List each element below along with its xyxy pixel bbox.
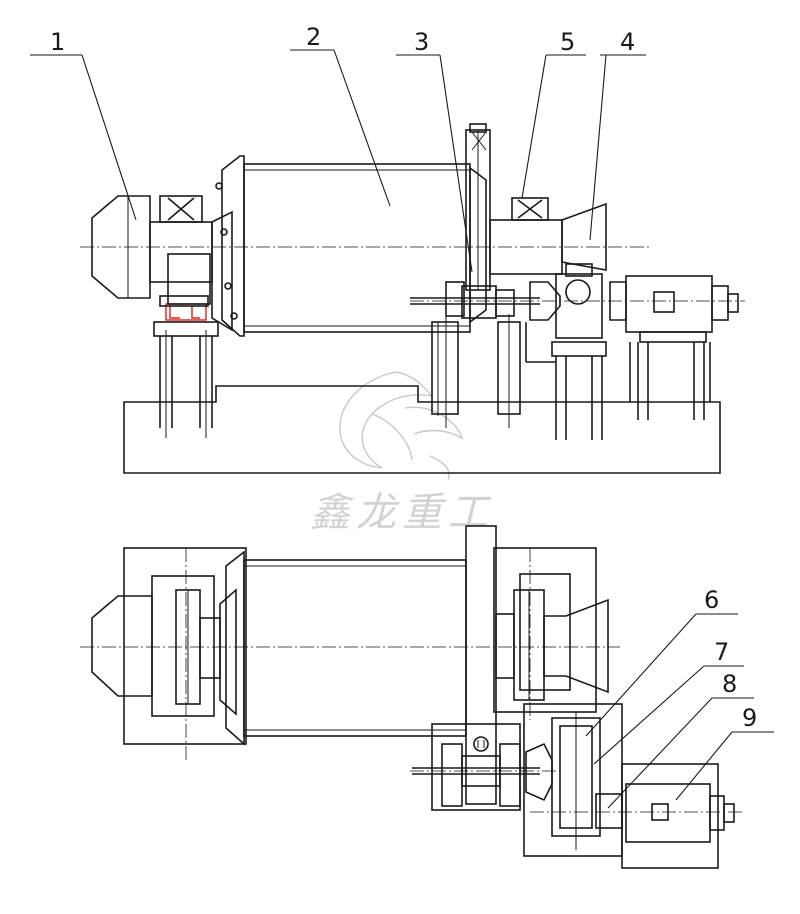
callout-6: 6 (585, 586, 738, 737)
motor (625, 275, 713, 333)
elevation-view (80, 123, 745, 474)
discharge-device (561, 202, 607, 271)
left-main-bearing (149, 221, 213, 283)
callout-8-label: 8 (722, 670, 737, 698)
reducer (555, 273, 603, 339)
callout-2: 2 (290, 23, 391, 207)
callout-4-label: 4 (620, 28, 635, 56)
foundation (123, 385, 721, 474)
callout-8: 8 (607, 670, 754, 809)
callout-9-label: 9 (742, 704, 757, 732)
watermark-text: 鑫龙重工 (310, 490, 494, 536)
left-end-cover (221, 155, 245, 337)
plan-view (80, 525, 745, 869)
callout-1-label: 1 (50, 28, 65, 56)
callout-7-label: 7 (714, 638, 729, 666)
cylinder-shell (243, 163, 471, 333)
coupling (529, 281, 561, 321)
callout-3-label: 3 (414, 28, 429, 56)
watermark-logo (339, 371, 464, 481)
callout-5-label: 5 (560, 28, 575, 56)
callout-2-label: 2 (306, 23, 321, 51)
callout-3: 3 (396, 28, 473, 273)
left-bearing-pedestal (153, 321, 219, 337)
callout-5: 5 (521, 28, 586, 199)
callout-1: 1 (30, 28, 137, 221)
callout-4: 4 (589, 28, 646, 241)
feed-device (91, 195, 151, 299)
callout-7: 7 (593, 638, 744, 765)
callout-9: 9 (675, 704, 774, 801)
callout-6-label: 6 (704, 586, 719, 614)
